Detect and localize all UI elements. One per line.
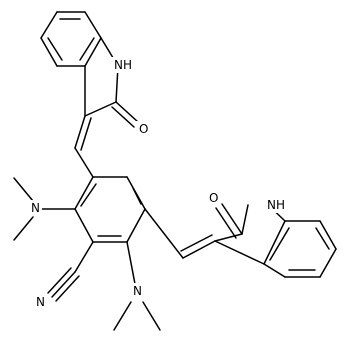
bond-lines <box>13 11 337 331</box>
bond <box>126 241 136 285</box>
nh-right-label: NH <box>267 198 285 212</box>
bond <box>263 220 286 265</box>
bond <box>13 177 34 202</box>
nh-top-label: NH <box>114 58 132 72</box>
bond <box>74 147 94 178</box>
atom-label-bg <box>33 294 47 310</box>
bond <box>144 208 184 259</box>
bond <box>47 37 63 61</box>
bond <box>269 227 290 261</box>
atom-label-bg <box>28 200 42 216</box>
bond <box>84 37 102 67</box>
bond <box>182 240 216 259</box>
atom-label-bg <box>136 121 150 137</box>
bond <box>40 11 58 39</box>
bond <box>221 203 243 235</box>
n-left-label: N <box>31 201 40 215</box>
bond <box>79 37 95 61</box>
bond <box>74 208 94 243</box>
n-bottom-label: N <box>133 284 142 298</box>
atom-labels: NH O NH O N N N <box>28 57 290 310</box>
atom-label-bg <box>206 190 220 206</box>
bond <box>113 301 132 331</box>
atom-label-bg <box>111 57 135 73</box>
atom-label-bg <box>264 197 290 213</box>
bond <box>84 11 102 39</box>
bond <box>319 220 337 250</box>
bond <box>132 187 142 205</box>
bond <box>315 227 330 250</box>
bond <box>55 275 80 302</box>
bond <box>214 233 243 242</box>
bond <box>80 183 97 207</box>
bond <box>74 115 86 149</box>
n-nitrile-label: N <box>36 295 45 309</box>
bond <box>319 248 337 278</box>
bond <box>40 37 58 67</box>
bond <box>74 241 94 273</box>
o-top-label: O <box>139 122 148 136</box>
bond <box>126 208 146 243</box>
bond <box>80 117 92 151</box>
bond <box>13 216 34 241</box>
bond <box>241 204 249 235</box>
bond <box>214 240 265 265</box>
bond <box>51 271 76 298</box>
atom-label-bg <box>130 283 144 299</box>
bond <box>263 263 286 278</box>
bond <box>47 267 72 294</box>
bond <box>142 301 161 331</box>
bond <box>111 106 135 128</box>
o-right-label: O <box>209 191 218 205</box>
bond <box>84 101 117 117</box>
bond <box>74 176 94 210</box>
bond <box>180 234 213 252</box>
bond <box>115 101 139 123</box>
bond <box>215 207 237 239</box>
